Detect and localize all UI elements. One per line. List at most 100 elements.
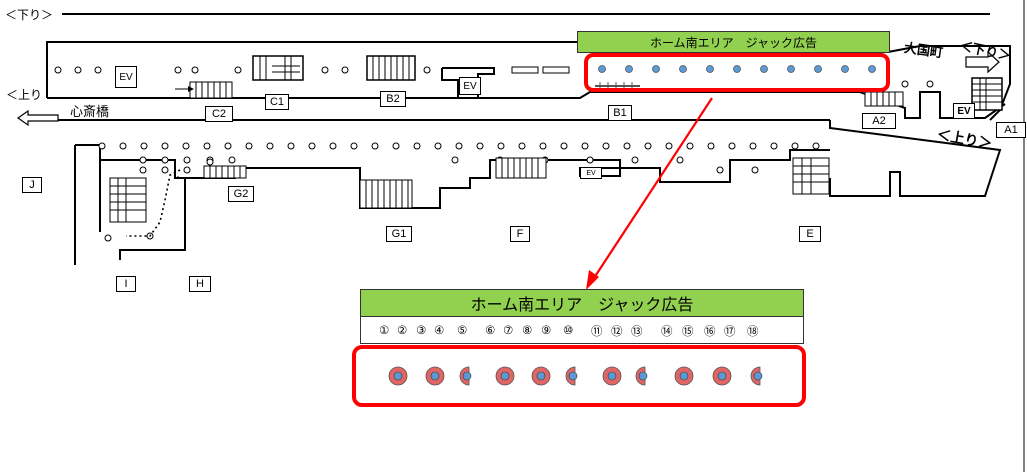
pillar-number: ⑩	[563, 323, 574, 337]
platform-dot	[434, 142, 442, 150]
platform-dot	[321, 66, 329, 74]
pillar-number: ⑥	[485, 323, 496, 337]
platform-dot	[707, 142, 715, 150]
ad-pillar	[679, 65, 687, 73]
platform-dot	[644, 142, 652, 150]
platform-benches	[511, 66, 570, 74]
platform-dot	[423, 66, 431, 74]
stairs-b2	[366, 55, 416, 81]
pillar-number: ⑤	[457, 323, 468, 337]
platform-dot	[308, 142, 316, 150]
exit-e: E	[799, 226, 821, 242]
platform-dot	[98, 142, 106, 150]
platform-dot	[245, 142, 253, 150]
ad-pillar	[706, 65, 714, 73]
stairs-right	[971, 77, 1003, 111]
platform-dot	[104, 234, 112, 242]
platform-dot	[234, 66, 242, 74]
ad-pillar	[598, 65, 606, 73]
stairs-e	[792, 157, 830, 195]
zoom-pillar	[635, 366, 648, 386]
platform-dot	[371, 142, 379, 150]
platform-dot	[119, 142, 127, 150]
platform-dot	[350, 142, 358, 150]
ad-pillar	[652, 65, 660, 73]
ad-pillar	[868, 65, 876, 73]
platform-dot	[139, 166, 147, 174]
elevator-c2: EV	[115, 66, 137, 88]
ad-area-pillars	[598, 65, 876, 73]
zoom-pillar	[602, 366, 622, 386]
stairs-g2	[203, 165, 247, 179]
platform-dot	[686, 142, 694, 150]
platform-dot	[716, 166, 724, 174]
platform-dot	[665, 142, 673, 150]
zoom-pillar	[495, 366, 515, 386]
zoom-detail-frame	[352, 345, 806, 407]
platform-dot	[161, 156, 169, 164]
exit-c2: C2	[205, 106, 233, 122]
elevator-f: EV	[580, 167, 602, 179]
exit-a2: A2	[862, 113, 896, 129]
stairs-a2	[864, 91, 904, 107]
pillar-number: ⑰	[724, 324, 736, 338]
platform-dot	[455, 142, 463, 150]
platform-dot	[54, 66, 62, 74]
zoom-banner: ホーム南エリア ジャック広告	[360, 289, 804, 317]
pillar-number: ②	[397, 323, 408, 337]
ad-pillar	[787, 65, 795, 73]
pillar-number: ④	[434, 323, 445, 337]
zoom-pillar	[674, 366, 694, 386]
platform-dot	[413, 142, 421, 150]
pointer-arrow-icon	[586, 97, 713, 290]
platform-dot	[182, 142, 190, 150]
stairs-f	[495, 157, 547, 179]
exit-c1: C1	[265, 94, 289, 110]
pillar-number: ⑨	[541, 323, 552, 337]
pillar-number: ⑱	[747, 324, 759, 338]
platform-dot	[791, 142, 799, 150]
platform-dot	[206, 158, 214, 166]
stairs-j	[109, 177, 147, 223]
pillar-number: ⑮	[682, 324, 694, 338]
platform-dot	[497, 142, 505, 150]
ad-area-highlight	[584, 53, 890, 92]
pillar-number: ⑦	[503, 323, 514, 337]
platform-dot	[926, 80, 934, 88]
platform-dot	[631, 156, 639, 164]
exit-i: I	[116, 276, 136, 292]
ad-pillar	[760, 65, 768, 73]
platform-dot	[266, 142, 274, 150]
platform-dot	[392, 142, 400, 150]
zoom-pillar	[750, 366, 763, 386]
pillar-number: ⑫	[611, 324, 623, 338]
zoom-pillar	[565, 366, 578, 386]
platform-dot	[161, 142, 169, 150]
zoom-pillar	[712, 366, 732, 386]
platform-dot	[329, 142, 337, 150]
platform-dot	[139, 156, 147, 164]
pillar-number: ①	[379, 323, 390, 337]
exit-b1: B1	[608, 105, 632, 121]
exit-b2: B2	[380, 91, 406, 107]
zoom-pillar	[388, 366, 408, 386]
platform-dot	[676, 156, 684, 164]
pillar-number: ⑪	[591, 324, 603, 338]
pillar-number: ⑬	[631, 324, 643, 338]
ad-pillar	[733, 65, 741, 73]
platform-dot	[203, 142, 211, 150]
direction-down-top: ＜下り＞	[5, 8, 54, 22]
zoom-pillars	[388, 366, 763, 386]
platform-dot	[560, 142, 568, 150]
platform-dot	[770, 142, 778, 150]
platform-dot	[623, 142, 631, 150]
exit-h: H	[189, 276, 211, 292]
platform-dot	[191, 66, 199, 74]
pillar-number: ⑯	[704, 324, 716, 338]
destination-shinsaibashi: 心斎橋	[70, 105, 110, 120]
elevator-b2: EV	[459, 77, 481, 95]
platform-dot	[451, 156, 459, 164]
ad-pillar	[625, 65, 633, 73]
platform-dot	[476, 142, 484, 150]
exit-g1: G1	[386, 226, 412, 242]
